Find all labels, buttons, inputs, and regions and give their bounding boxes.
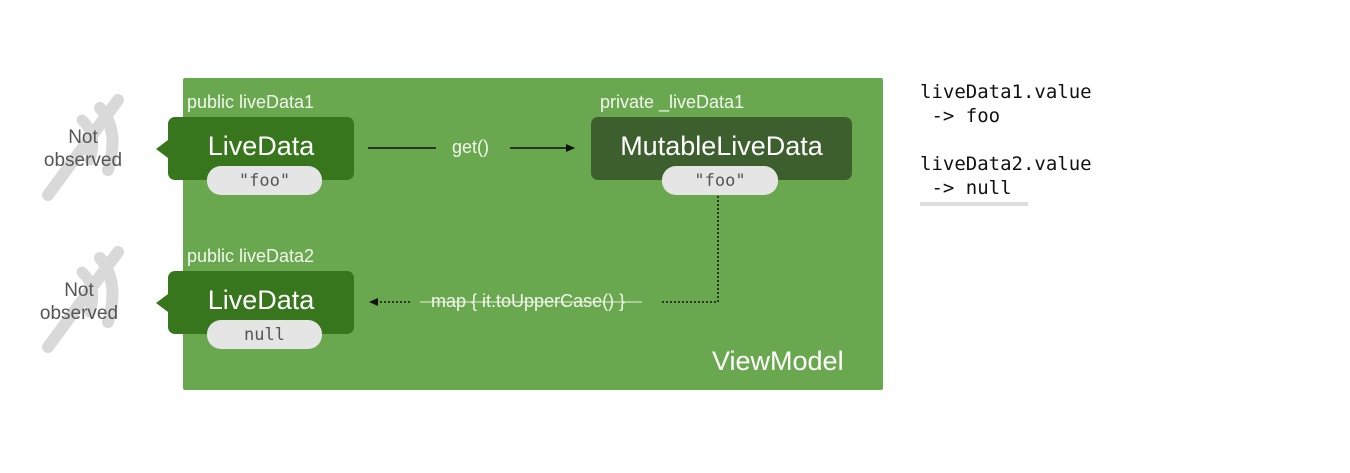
code-line-2: -> foo — [920, 105, 1001, 127]
code-line-1: liveData1.value — [920, 81, 1092, 103]
mutable-value-pill: "foo" — [662, 166, 778, 195]
map-arrow-path — [660, 196, 719, 303]
livedata1-pointer — [156, 140, 168, 158]
livedata2-box: LiveData — [168, 271, 354, 334]
observer-off-icon — [42, 94, 124, 201]
livedata2-pointer — [156, 294, 168, 312]
not-observed-text: Not observed — [43, 127, 123, 171]
mutable-title: MutableLiveData — [620, 131, 823, 161]
livedata1-title: LiveData — [207, 131, 315, 161]
observer-status-label-1: Not observed — [33, 126, 133, 172]
livedata1-caption: public liveData1 — [187, 92, 315, 112]
viewmodel-label: ViewModel — [712, 346, 844, 376]
code-line-4: -> null — [920, 177, 1012, 199]
mutable-caption: private _liveData1 — [600, 92, 745, 112]
livedata2-value-pill: null — [207, 320, 322, 349]
livedata2-title: LiveData — [207, 285, 315, 315]
livedata1-value-pill: "foo" — [207, 166, 322, 195]
get-arrow-label: get() — [452, 137, 490, 157]
code-underline — [920, 202, 1028, 206]
observer-status-label-2: Not observed — [29, 279, 129, 325]
observer-off-icon — [42, 246, 124, 353]
code-line-3: liveData2.value — [920, 153, 1092, 175]
not-observed-text: Not observed — [39, 280, 119, 324]
map-arrow-label: map { it.toUpperCase() } — [431, 291, 626, 311]
livedata2-caption: public liveData2 — [187, 246, 315, 266]
